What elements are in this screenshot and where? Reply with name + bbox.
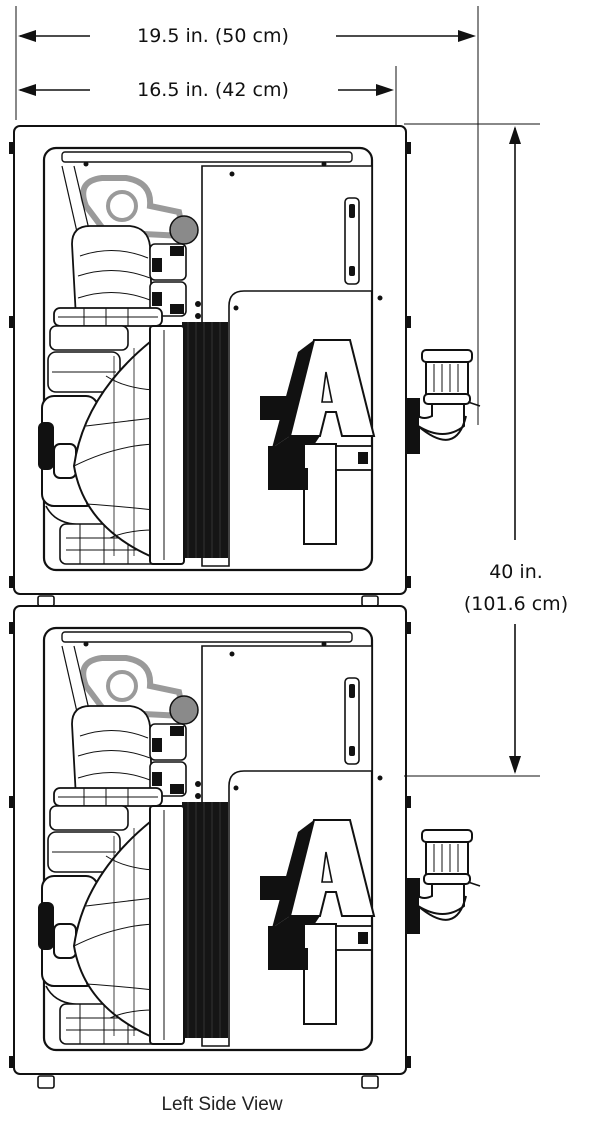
diagram-caption: Left Side View <box>161 1094 282 1115</box>
cabinet-width-label: 16.5 in. (42 cm) <box>137 79 289 101</box>
lower-unit <box>9 606 480 1074</box>
height-dimension: 40 in. (101.6 cm) <box>404 123 568 777</box>
cabinet-width-dimension: 16.5 in. (42 cm) <box>18 66 397 126</box>
upper-unit <box>9 126 480 594</box>
lower-foot-right <box>361 1075 379 1089</box>
height-label-line2: (101.6 cm) <box>464 593 568 615</box>
lower-foot-left <box>37 1075 55 1089</box>
overall-width-dimension: 19.5 in. (50 cm) <box>15 6 479 425</box>
overall-width-label: 19.5 in. (50 cm) <box>137 25 289 47</box>
height-label-line1: 40 in. <box>489 561 543 583</box>
upper-foot-left <box>37 595 55 607</box>
upper-foot-right <box>361 595 379 607</box>
